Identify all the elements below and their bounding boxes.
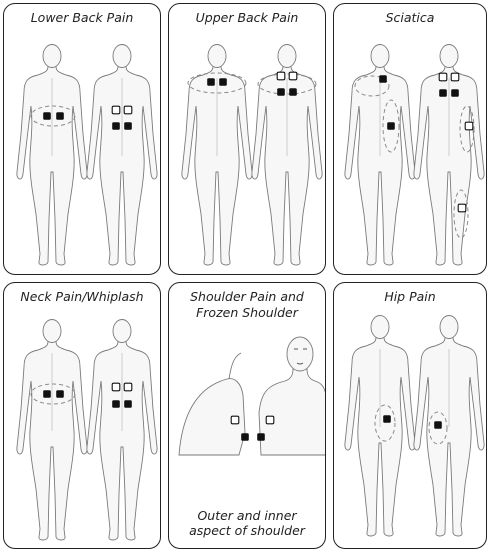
filled-electrode-pad-icon: [124, 400, 132, 408]
filled-electrode-pad-icon: [257, 433, 265, 441]
filled-electrode-pad-icon: [241, 433, 249, 441]
head: [113, 45, 131, 68]
head: [287, 337, 313, 371]
filled-electrode-pad-icon: [207, 78, 215, 86]
panel-shoulder-pain: Shoulder Pain and Frozen Shoulder Outer …: [168, 282, 326, 549]
head: [440, 45, 458, 68]
filled-electrode-pad-icon: [289, 88, 297, 96]
panel-lower-back-pain: Lower Back Pain: [3, 3, 161, 275]
outline-electrode-pad-icon: [112, 106, 120, 114]
panel-hip-pain: Hip Pain: [333, 282, 487, 549]
filled-electrode-pad-icon: [383, 415, 391, 423]
filled-electrode-pad-icon: [387, 122, 395, 130]
outline-electrode-pad-icon: [465, 122, 473, 130]
head: [440, 316, 458, 339]
outline-electrode-pad-icon: [124, 106, 132, 114]
outline-electrode-pad-icon: [451, 73, 459, 81]
outline-electrode-pad-icon: [458, 204, 466, 212]
neck-line: [229, 353, 241, 379]
filled-electrode-pad-icon: [439, 89, 447, 97]
filled-electrode-pad-icon: [43, 112, 51, 120]
head: [371, 316, 389, 339]
filled-electrode-pad-icon: [434, 421, 442, 429]
body-figure: [87, 320, 157, 541]
head: [43, 45, 61, 68]
head: [208, 45, 226, 68]
body-figure: [414, 45, 484, 266]
filled-electrode-pad-icon: [451, 89, 459, 97]
head: [113, 320, 131, 343]
shoulder-figures: [179, 337, 326, 455]
filled-electrode-pad-icon: [219, 78, 227, 86]
body-figure: [17, 320, 87, 541]
placement-diagram: [334, 4, 487, 275]
body-figure: [414, 316, 484, 537]
placement-diagram: [334, 283, 487, 549]
filled-electrode-pad-icon: [43, 390, 51, 398]
filled-electrode-pad-icon: [277, 88, 285, 96]
placement-diagram: [4, 283, 161, 549]
panel-neck-pain-whiplash: Neck Pain/Whiplash: [3, 282, 161, 549]
panel-sciatica: Sciatica: [333, 3, 487, 275]
head: [43, 320, 61, 343]
placement-diagram: [169, 4, 326, 275]
outline-electrode-pad-icon: [439, 73, 447, 81]
body-figure: [87, 45, 157, 266]
filled-electrode-pad-icon: [56, 390, 64, 398]
filled-electrode-pad-icon: [112, 400, 120, 408]
head: [278, 45, 296, 68]
body-figure: [345, 316, 415, 537]
filled-electrode-pad-icon: [56, 112, 64, 120]
head: [371, 45, 389, 68]
outline-electrode-pad-icon: [112, 383, 120, 391]
filled-electrode-pad-icon: [379, 75, 387, 83]
panel-upper-back-pain: Upper Back Pain: [168, 3, 326, 275]
filled-electrode-pad-icon: [112, 122, 120, 130]
filled-electrode-pad-icon: [124, 122, 132, 130]
panel-caption: Outer and inner aspect of shoulder: [169, 508, 325, 538]
body-figure: [17, 45, 87, 266]
body-figure: [252, 45, 322, 266]
outline-electrode-pad-icon: [266, 416, 274, 424]
front-torso-figure: [259, 369, 326, 455]
outline-electrode-pad-icon: [124, 383, 132, 391]
outline-electrode-pad-icon: [289, 72, 297, 80]
outline-electrode-pad-icon: [231, 416, 239, 424]
outline-electrode-pad-icon: [277, 72, 285, 80]
placement-diagram: [4, 4, 161, 275]
